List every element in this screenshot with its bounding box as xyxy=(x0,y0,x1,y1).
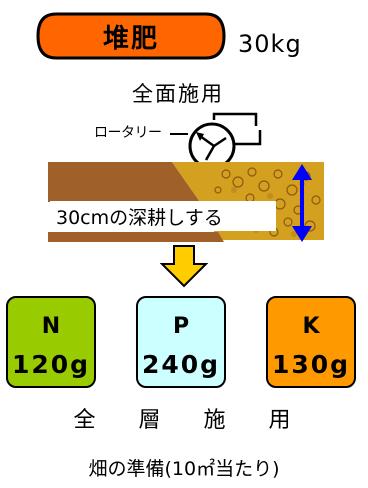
double-headed-arrow-icon xyxy=(292,164,312,242)
nutrient-symbol: K xyxy=(302,314,320,339)
compost-oval-shape xyxy=(36,12,226,60)
nutrient-box-potassium: K 130g xyxy=(266,296,356,388)
compost-label: 堆肥 xyxy=(36,10,226,62)
compost-name: 堆肥 xyxy=(102,23,159,54)
untilled-soil xyxy=(48,162,200,202)
figure-caption: 畑の準備(10㎡当たり) xyxy=(88,458,280,480)
fertilizer-application-method: 全 層 施 用 xyxy=(73,408,309,433)
nutrient-symbol: N xyxy=(41,314,61,339)
plowing-depth-label: 30cmの深耕しする xyxy=(50,201,276,231)
nutrient-box-phosphorus: P 240g xyxy=(136,296,226,388)
nutrient-amount: 120g xyxy=(11,350,91,379)
rotary-tiller-label: ロータリー xyxy=(94,125,162,141)
nutrient-box-nitrogen: N 120g xyxy=(6,296,96,388)
compost-application-method: 全面施用 xyxy=(132,82,224,106)
nutrient-amount: 240g xyxy=(141,350,221,379)
down-arrow-icon xyxy=(160,245,208,288)
nutrient-amount: 130g xyxy=(271,350,351,379)
compost-amount: 30kg xyxy=(238,30,302,58)
nutrient-symbol: P xyxy=(172,314,190,339)
